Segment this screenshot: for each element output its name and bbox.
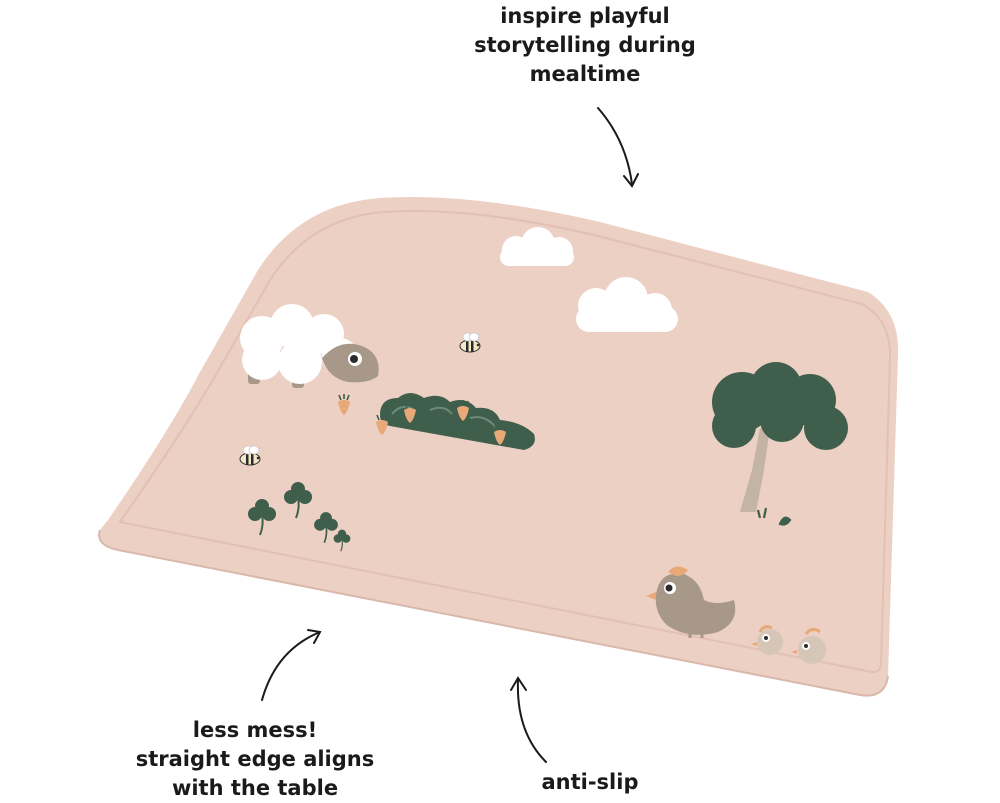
arrow-top <box>597 107 639 188</box>
callout-line: with the table <box>171 776 339 800</box>
hen-icon <box>646 566 736 638</box>
placemat-rim <box>118 210 892 674</box>
callout-line: less mess! <box>192 718 318 742</box>
cloud-icon <box>576 277 678 332</box>
placemat-body <box>99 197 899 696</box>
chick-icon <box>751 625 783 655</box>
callout-line: storytelling during <box>474 33 696 57</box>
chick-icon <box>791 627 826 664</box>
callout-line: anti-slip <box>541 770 639 794</box>
bee-icon <box>239 445 261 466</box>
callout-line: straight edge aligns <box>135 747 375 771</box>
cloud-icon <box>500 227 574 266</box>
placemat <box>98 197 899 697</box>
grass-icon <box>756 507 792 526</box>
tree-icon <box>712 362 848 512</box>
callout-less-mess: less mess! straight edge aligns with the… <box>115 716 395 803</box>
callout-storytelling: inspire playful storytelling during meal… <box>440 2 730 89</box>
callout-anti-slip: anti-slip <box>505 768 675 797</box>
arrow-left <box>261 629 322 701</box>
callout-line: mealtime <box>529 62 641 86</box>
bee-icon <box>459 332 481 353</box>
placemat-shadow-edge <box>98 529 889 697</box>
arrow-bottom <box>510 676 547 763</box>
callout-line: inspire playful <box>500 4 670 28</box>
sheep-icon <box>240 304 379 388</box>
